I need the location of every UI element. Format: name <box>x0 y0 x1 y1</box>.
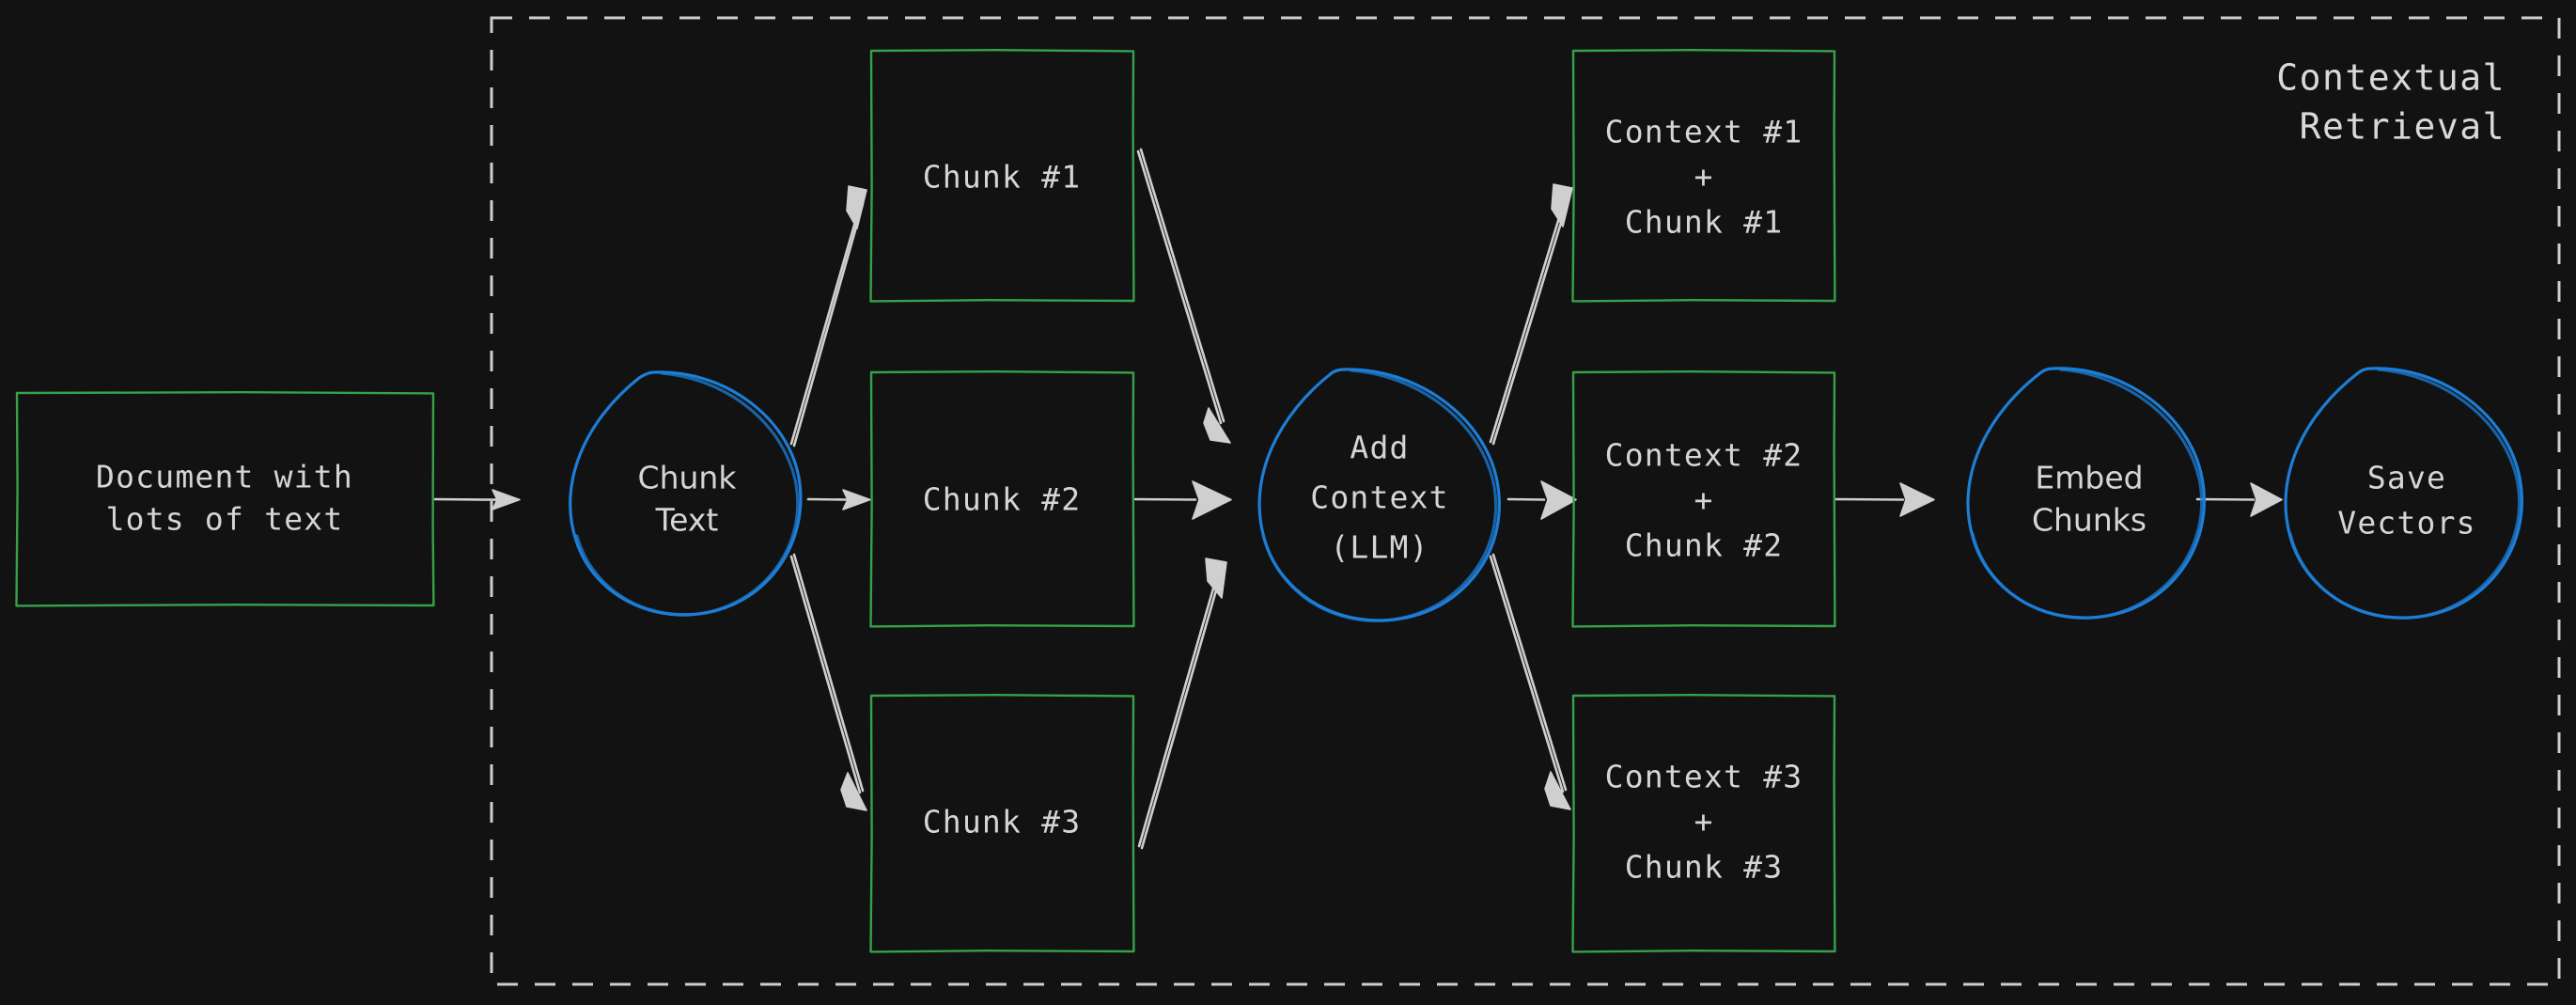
ctx-chunk-3-label-line-3: Chunk #3 <box>1625 849 1784 886</box>
group-title-line-2: Retrieval <box>2300 106 2506 148</box>
node-embed-chunks[interactable]: Embed Chunks <box>1966 367 2206 620</box>
contextual-retrieval-group <box>490 16 2561 986</box>
save-vectors-label-line-1: Save <box>2367 460 2446 496</box>
chunk-1-label: Chunk #1 <box>923 159 1082 196</box>
chunk-2-label: Chunk #2 <box>923 481 1082 518</box>
chunk-text-label-line-2: Text <box>655 502 719 539</box>
edge-chunk-2-to-add-context <box>1133 480 1232 520</box>
node-add-context[interactable]: Add Context (LLM) <box>1257 368 1501 622</box>
ctx-chunk-1-label-line-1: Context #1 <box>1605 114 1803 150</box>
ctx-chunk-2-label-line-1: Context #2 <box>1605 437 1803 474</box>
edge-add-context-to-ctx-chunk-1 <box>1489 183 1573 446</box>
edge-ctx-chunk-2-to-embed-chunks <box>1834 482 1935 517</box>
add-context-label-line-2: Context <box>1310 479 1448 516</box>
ctx-chunk-2-label-line-3: Chunk #2 <box>1625 527 1784 564</box>
embed-chunks-label-line-2: Chunks <box>2032 502 2147 539</box>
edge-chunk-text-to-chunk-3 <box>789 553 867 811</box>
node-chunk-2[interactable]: Chunk #2 <box>869 370 1135 628</box>
edge-add-context-to-ctx-chunk-2 <box>1507 480 1577 520</box>
node-ctx-chunk-1[interactable]: Context #1 + Chunk #1 <box>1571 49 1836 303</box>
node-chunk-1[interactable]: Chunk #1 <box>869 49 1135 303</box>
ctx-chunk-1-label-line-2: + <box>1694 159 1713 196</box>
ctx-chunk-3-label-line-2: + <box>1694 804 1713 840</box>
save-vectors-label-line-2: Vectors <box>2337 505 2475 542</box>
document-label-line-2: lots of text <box>106 501 344 538</box>
chunk-3-label: Chunk #3 <box>923 804 1082 840</box>
embed-chunks-label-line-1: Embed <box>2035 460 2143 496</box>
node-ctx-chunk-3[interactable]: Context #3 + Chunk #3 <box>1571 694 1836 953</box>
node-chunk-text[interactable]: Chunk Text <box>569 370 803 617</box>
edge-chunk-text-to-chunk-1 <box>789 185 867 448</box>
node-document[interactable]: Document with lots of text <box>15 391 435 607</box>
edge-add-context-to-ctx-chunk-3 <box>1489 553 1571 810</box>
group-title-line-1: Contextual <box>2276 57 2506 99</box>
edge-chunk-3-to-add-context <box>1137 557 1227 850</box>
group-title: Contextual Retrieval <box>2276 57 2506 148</box>
node-ctx-chunk-2[interactable]: Context #2 + Chunk #2 <box>1571 370 1836 628</box>
edge-chunk-text-to-chunk-2 <box>806 489 871 510</box>
ctx-chunk-1-label-line-3: Chunk #1 <box>1625 204 1784 241</box>
chunk-text-label-line-1: Chunk <box>638 460 738 496</box>
document-label-line-1: Document with <box>96 459 353 495</box>
group-dashed-border <box>490 16 2561 986</box>
ctx-chunk-2-label-line-2: + <box>1694 482 1713 519</box>
add-context-label-line-1: Add <box>1350 430 1409 466</box>
edge-chunk-1-to-add-context <box>1136 148 1231 444</box>
node-save-vectors[interactable]: Save Vectors <box>2284 367 2523 620</box>
add-context-label-line-3: (LLM) <box>1330 529 1429 566</box>
node-chunk-3[interactable]: Chunk #3 <box>869 694 1135 953</box>
edge-embed-chunks-to-save-vectors <box>2195 482 2283 517</box>
ctx-chunk-3-label-line-1: Context #3 <box>1605 759 1803 795</box>
edge-document-to-chunk-text <box>433 489 521 510</box>
